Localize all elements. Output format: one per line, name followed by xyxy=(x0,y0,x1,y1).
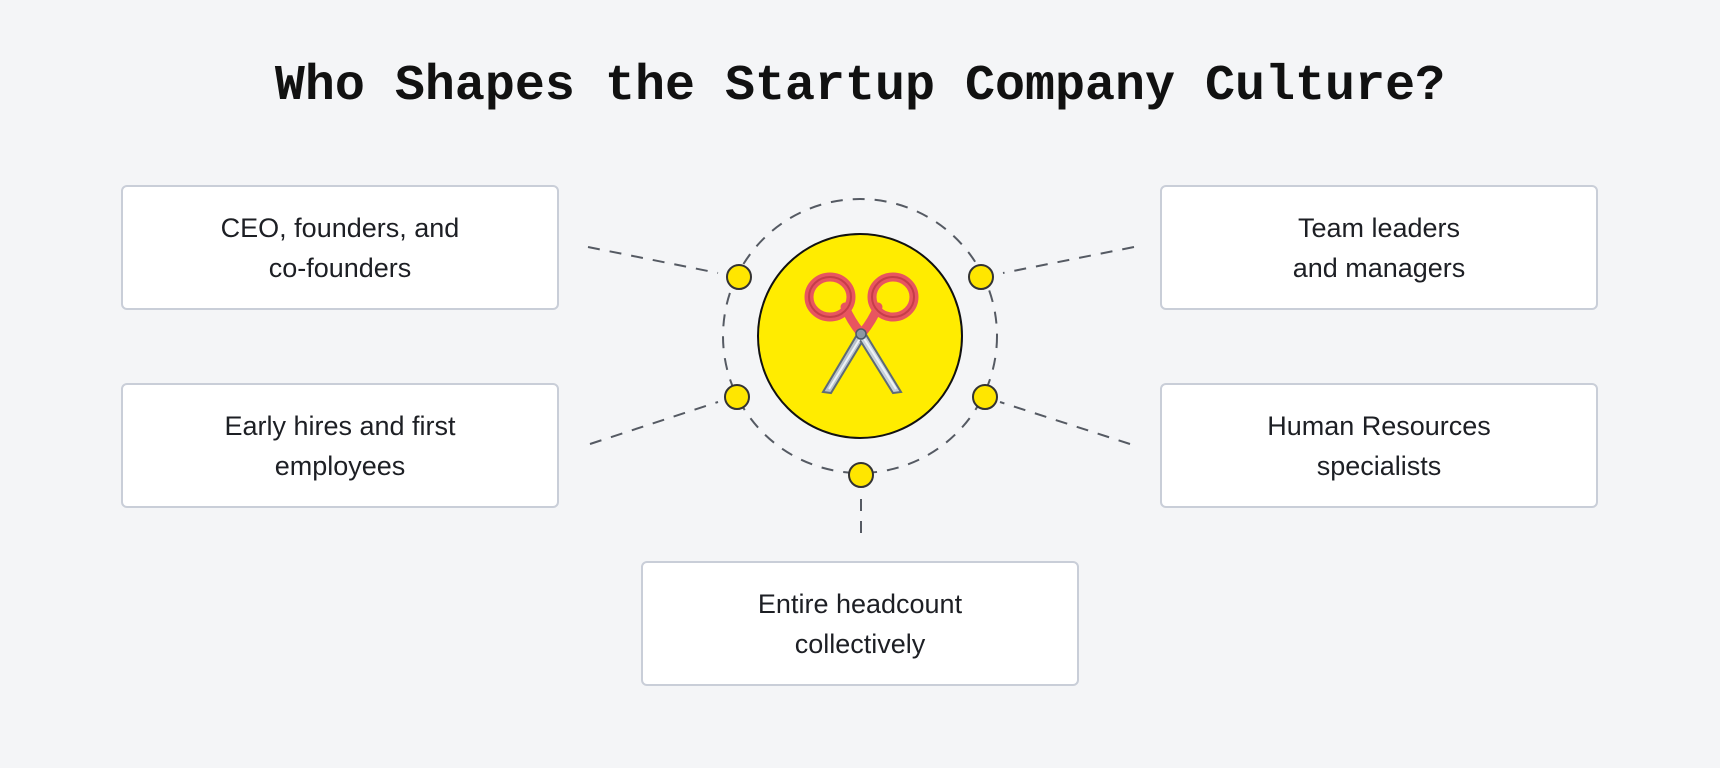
card-entire-headcount-line2: collectively xyxy=(794,628,926,659)
card-team-leaders-text: Team leaders and managers xyxy=(1229,208,1529,288)
card-early-hires-line1: Early hires and first xyxy=(224,410,456,441)
connector-mid-right xyxy=(999,401,1131,445)
node-dot-mid-left xyxy=(724,384,750,410)
card-hr-specialists-text: Human Resources specialists xyxy=(1229,406,1529,486)
card-hr-specialists-line1: Human Resources xyxy=(1267,410,1491,441)
center-hub xyxy=(757,233,963,439)
node-dot-top-left xyxy=(726,264,752,290)
card-team-leaders: Team leaders and managers xyxy=(1160,185,1598,310)
card-early-hires-line2: employees xyxy=(274,450,406,481)
card-hr-specialists: Human Resources specialists xyxy=(1160,383,1598,508)
card-early-hires: Early hires and first employees xyxy=(121,383,559,508)
card-ceo-founders-text: CEO, founders, and co-founders xyxy=(190,208,490,288)
scissors-icon xyxy=(804,272,919,395)
node-dot-mid-right xyxy=(972,384,998,410)
card-entire-headcount-line1: Entire headcount xyxy=(757,588,963,619)
card-team-leaders-line1: Team leaders xyxy=(1297,212,1461,243)
connector-mid-left xyxy=(589,401,719,445)
card-ceo-founders-line2: co-founders xyxy=(268,252,412,283)
orbit-ring xyxy=(722,198,998,474)
card-hr-specialists-line2: specialists xyxy=(1316,450,1442,481)
card-entire-headcount-text: Entire headcount collectively xyxy=(710,584,1010,664)
connector-top-right xyxy=(1002,246,1135,274)
card-team-leaders-line2: and managers xyxy=(1292,252,1466,283)
card-entire-headcount: Entire headcount collectively xyxy=(641,561,1079,686)
card-ceo-founders-line1: CEO, founders, and xyxy=(220,212,460,243)
node-dot-bottom xyxy=(848,462,874,488)
card-early-hires-text: Early hires and first employees xyxy=(190,406,490,486)
page-title: Who Shapes the Startup Company Culture? xyxy=(274,58,1446,115)
connector-top-left xyxy=(587,246,719,274)
node-dot-top-right xyxy=(968,264,994,290)
card-ceo-founders: CEO, founders, and co-founders xyxy=(121,185,559,310)
